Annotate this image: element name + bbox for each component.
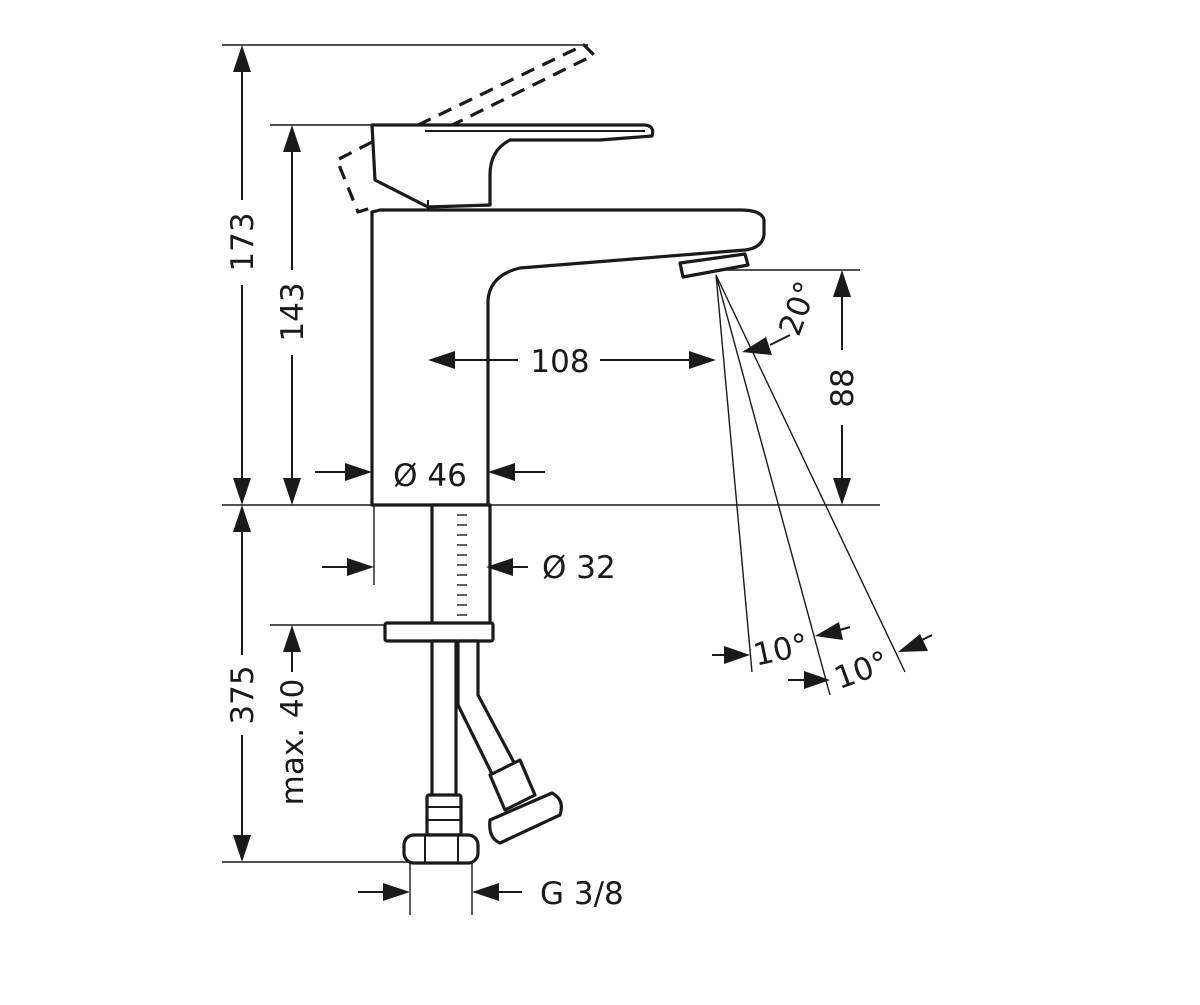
lever <box>370 123 655 209</box>
angle-10-label-2: 10° <box>830 644 894 697</box>
faucet-outline <box>335 43 766 865</box>
dim-108-label: 108 <box>530 344 589 380</box>
hose-straight <box>430 639 458 802</box>
hose-angled <box>456 639 520 782</box>
connection-nut-2 <box>488 791 563 845</box>
dim-32-label: Ø 32 <box>542 550 616 586</box>
dim-max40-label: max. 40 <box>275 679 311 806</box>
dim-46-label: Ø 46 <box>393 458 467 494</box>
dim-143-label: 143 <box>275 282 311 341</box>
extension-lines <box>222 44 880 915</box>
lever-raised-dashed <box>417 43 596 137</box>
angle-20-label: 20° <box>772 277 825 341</box>
dim-88-label: 88 <box>825 368 861 407</box>
dim-375-label: 375 <box>225 665 261 724</box>
mounting-plate <box>383 621 495 643</box>
shank-thread <box>457 514 467 616</box>
dim-173-label: 173 <box>225 212 261 271</box>
angle-10-label-1: 10° <box>750 627 811 674</box>
dim-g38-label: G 3/8 <box>540 876 624 912</box>
aerator <box>678 252 750 279</box>
dimension-lines <box>233 45 933 901</box>
connection-nut-1 <box>402 833 480 865</box>
spray-lines <box>715 274 906 696</box>
faucet-body <box>370 208 766 507</box>
